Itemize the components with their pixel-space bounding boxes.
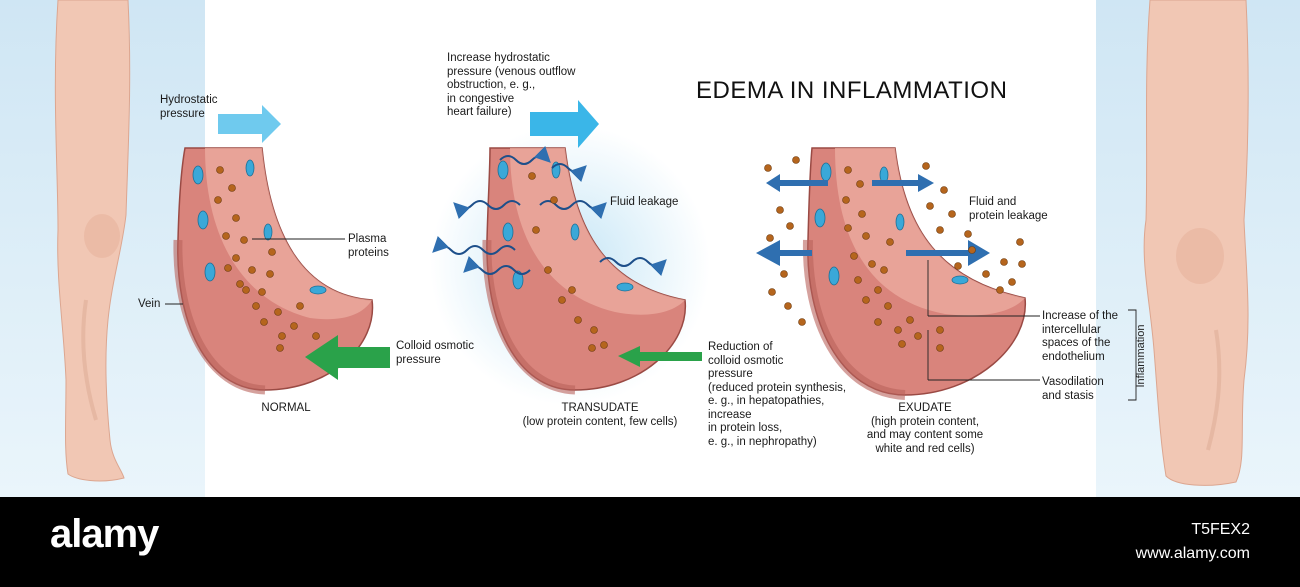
fluid-protein-leakage-label: Fluid and protein leakage bbox=[969, 196, 1048, 222]
reduction-colloid-label: Reduction of colloid osmotic pressure (r… bbox=[708, 341, 847, 448]
normal-leg-illustration bbox=[54, 0, 131, 482]
vasodilation-label: Vasodilation and stasis bbox=[1042, 376, 1104, 402]
site-url: www.alamy.com bbox=[1135, 545, 1250, 562]
hydrostatic-arrow-increased bbox=[530, 100, 599, 148]
vein-label: Vein bbox=[138, 298, 161, 310]
exudate-vessel bbox=[802, 147, 1026, 400]
hydrostatic-pressure-label: Hydrostatic pressure bbox=[160, 94, 218, 120]
exudate-caption: EXUDATE (high protein content, and may c… bbox=[866, 402, 984, 455]
inflammation-label: Inflammation bbox=[1135, 324, 1147, 388]
fluid-leakage-waves bbox=[432, 145, 667, 277]
swollen-leg-illustration bbox=[1143, 0, 1249, 486]
normal-caption: NORMAL bbox=[261, 402, 311, 414]
exudate-leakage-arrows bbox=[756, 174, 990, 266]
hydrostatic-arrow-normal bbox=[218, 105, 281, 143]
diagram-title: EDEMA IN INFLAMMATION bbox=[696, 77, 1008, 104]
transudate-vessel bbox=[482, 147, 686, 395]
stock-id: T5FEX2 bbox=[1191, 521, 1250, 538]
plasma-proteins-label: Plasma proteins bbox=[348, 233, 389, 259]
plasma-protein-dots bbox=[214, 156, 1026, 352]
colloid-osmotic-arrow-normal bbox=[305, 335, 390, 380]
intercellular-spaces-label: Increase of the intercellular spaces of … bbox=[1042, 310, 1119, 363]
transudate-caption: TRANSUDATE (low protein content, few cel… bbox=[522, 402, 678, 428]
alamy-logo: alamy bbox=[50, 512, 159, 556]
vessel-diagrams bbox=[165, 100, 1137, 405]
watermark-footer-bar bbox=[0, 497, 1300, 587]
colloid-osmotic-pressure-label: Colloid osmotic pressure bbox=[396, 340, 474, 366]
label-leader-lines bbox=[165, 238, 1137, 401]
increase-hydrostatic-label: Increase hydrostatic pressure (venous ou… bbox=[447, 52, 576, 118]
fluid-leakage-label: Fluid leakage bbox=[610, 196, 679, 208]
colloid-osmotic-arrow-reduced bbox=[618, 346, 702, 367]
